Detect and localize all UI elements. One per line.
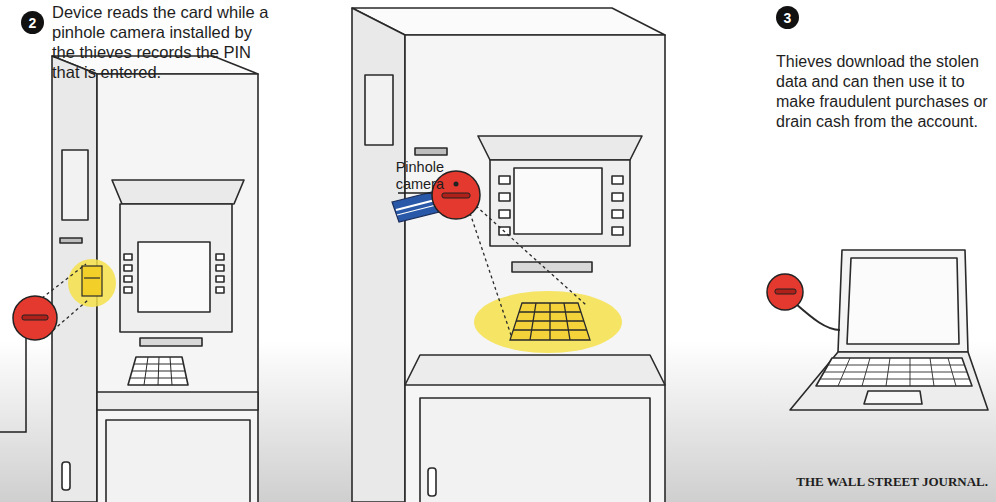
callout-text: 2 [29,16,37,30]
source-credit: THE WALL STREET JOURNAL. [770,474,988,490]
callout-number: 3 [776,6,799,29]
leader-line [0,338,26,432]
atm-left [52,56,258,502]
laptop [790,250,988,410]
step-description: Device reads the card while a pinhole ca… [52,2,274,82]
cable [796,304,840,330]
card-slot [84,277,100,278]
callout-number: 2 [21,11,44,34]
skimmer-device [767,274,803,310]
camera-lens [454,182,459,187]
step-description: Thieves download the stolen data and can… [776,52,988,132]
highlight [68,259,116,307]
keypad [510,303,590,340]
leader-line [398,192,436,194]
callout-text: 3 [784,11,792,25]
card-reader [82,266,102,296]
sight-lines [470,206,586,338]
skimmer-slot [775,289,796,294]
part-label: Pinhole camera [372,159,444,193]
highlight [474,291,622,353]
skimmer-slot [22,315,48,320]
skimmer-device [13,296,57,340]
skimmer-slot [442,193,470,198]
atm-middle [352,8,665,502]
